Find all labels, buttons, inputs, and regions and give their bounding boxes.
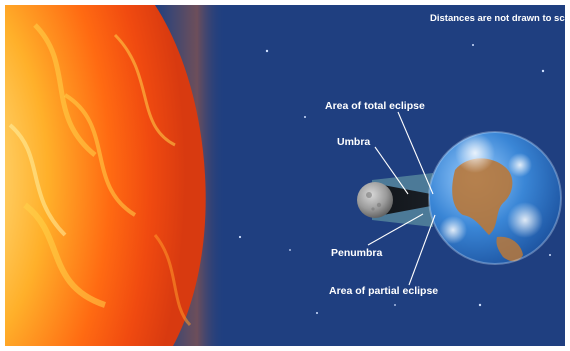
eclipse-diagram: Distances are not drawn to scale Area of… [5,5,565,346]
earth-clouds [455,133,495,173]
label-umbra: Umbra [337,136,370,148]
label-total-eclipse: Area of total eclipse [325,100,425,112]
leader-penumbra [367,213,424,246]
moon [357,182,393,218]
scale-note: Distances are not drawn to scale [430,13,565,24]
sun-flares [8,23,192,327]
earth [428,131,562,265]
moon-craters [366,192,382,211]
stars [238,44,551,314]
label-partial-eclipse: Area of partial eclipse [329,285,438,297]
leader-total-area [397,111,434,195]
earth-land-south-america [496,236,523,262]
diagram-canvas: Distances are not drawn to scale Area of… [5,5,565,346]
leader-umbra [374,146,409,195]
leader-partial-area [408,214,436,286]
leader-lines [367,111,436,286]
earth-land-north-america [452,158,513,235]
label-penumbra: Penumbra [331,247,383,259]
